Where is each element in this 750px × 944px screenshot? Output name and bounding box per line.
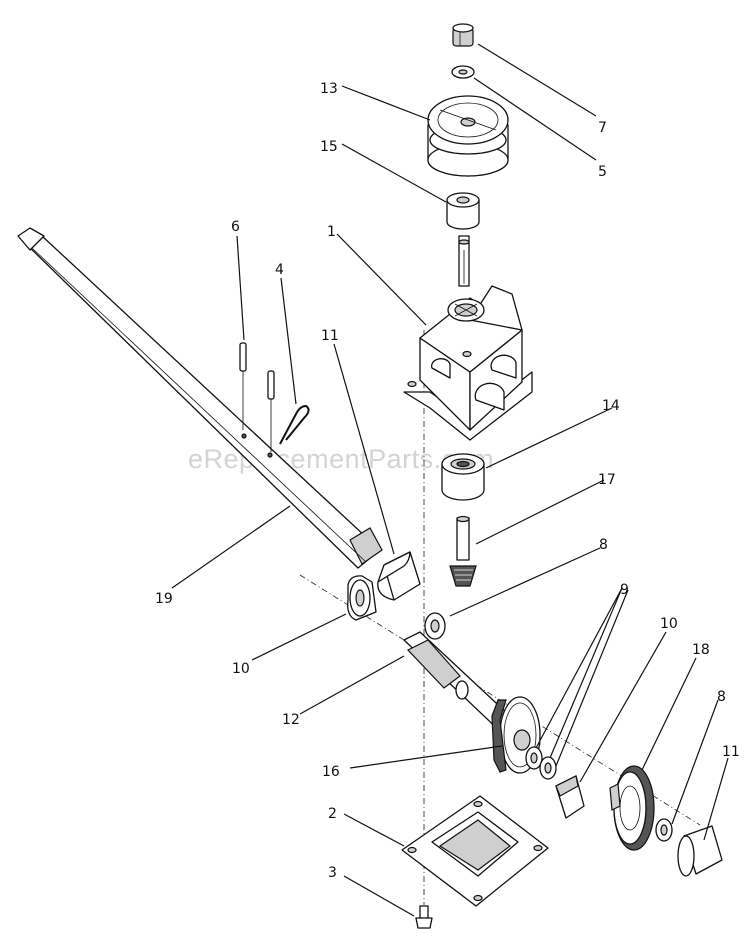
callout-11-upper: 11 — [321, 328, 339, 344]
leader-lines — [171, 43, 729, 917]
part-6-roll-pin — [239, 342, 247, 430]
callout-18: 18 — [692, 642, 710, 658]
input-shaft — [458, 235, 470, 287]
callout-8-lower: 8 — [717, 689, 726, 705]
callout-1: 1 — [327, 224, 336, 240]
part-17-pinion-gear — [449, 515, 477, 587]
part-18-gear — [609, 765, 655, 851]
callout-2: 2 — [328, 806, 337, 822]
part-4-hairpin-clip — [279, 405, 310, 445]
part-10-bushing-left — [347, 575, 377, 621]
part-8-washer-lower — [655, 818, 673, 842]
callout-17: 17 — [598, 472, 616, 488]
callout-19: 19 — [155, 591, 173, 607]
callout-11-lower: 11 — [722, 744, 740, 760]
part-19-shaft — [17, 227, 383, 569]
callout-10-right: 10 — [660, 616, 678, 632]
callout-labels: 7 5 13 15 1 6 4 11 14 17 8 19 10 9 10 18… — [155, 81, 740, 881]
callout-8-upper: 8 — [599, 537, 608, 553]
roll-pin-2 — [267, 370, 275, 452]
callout-16: 16 — [322, 764, 340, 780]
part-14-bearing — [441, 453, 485, 501]
part-8-washer-upper — [424, 612, 446, 640]
callout-5: 5 — [598, 164, 607, 180]
callout-12: 12 — [282, 712, 300, 728]
part-15-spacer — [446, 192, 480, 230]
part-9-washer-b — [539, 756, 557, 780]
part-9-washer-a — [525, 746, 543, 770]
part-1-gear-case — [403, 285, 533, 441]
callout-7: 7 — [598, 120, 607, 136]
part-13-pulley — [427, 95, 509, 177]
callout-3: 3 — [328, 865, 337, 881]
callout-4: 4 — [275, 262, 284, 278]
callout-9: 9 — [620, 582, 629, 598]
part-11-bushing-lower — [677, 825, 723, 877]
part-11-bushing-upper — [377, 551, 421, 601]
part-5-washer — [451, 65, 475, 79]
callout-14: 14 — [602, 398, 620, 414]
part-7-nut — [452, 23, 474, 47]
callout-10-left: 10 — [232, 661, 250, 677]
part-10-bushing-right — [555, 775, 585, 819]
callout-15: 15 — [320, 139, 338, 155]
callout-6: 6 — [231, 219, 240, 235]
part-2-cover — [401, 795, 549, 907]
callout-13: 13 — [320, 81, 338, 97]
part-3-screw — [415, 905, 433, 929]
